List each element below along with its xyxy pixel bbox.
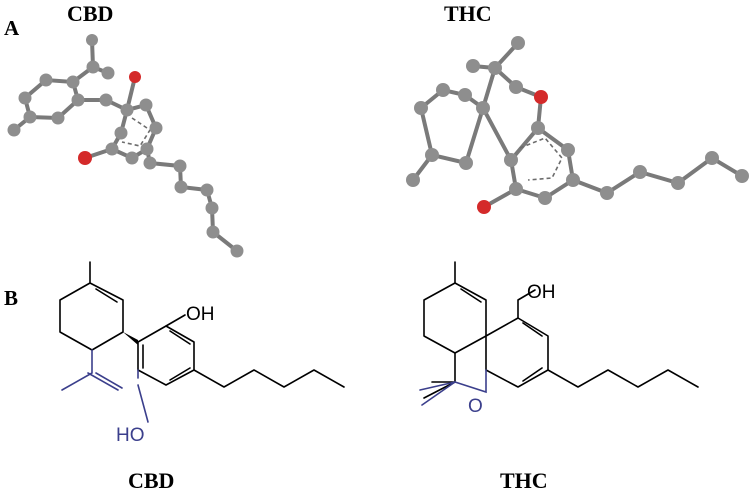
cbd-carbon-atoms bbox=[7, 34, 244, 258]
panel-a-letter: A bbox=[4, 16, 20, 40]
cbd-ho-label: HO bbox=[116, 425, 145, 446]
thc-skeletal-structure: OH O bbox=[419, 261, 699, 417]
cbd-wedge-bond bbox=[123, 332, 138, 345]
panel-b-letter: B bbox=[4, 286, 18, 310]
cbd-ball-stick-model bbox=[7, 34, 244, 258]
thc-o-label: O bbox=[468, 396, 483, 417]
thc-oxygen-atoms bbox=[477, 90, 548, 214]
cbd-oh-label: OH bbox=[186, 304, 215, 325]
cbd-oxygen-atoms bbox=[78, 71, 141, 165]
cbd-sticks bbox=[12, 38, 239, 253]
panel-a-thc-title: THC bbox=[444, 1, 492, 26]
thc-carbon-atoms bbox=[406, 36, 749, 205]
panel-b: B CBD THC OH HO bbox=[4, 261, 699, 493]
panel-b-cbd-title: CBD bbox=[128, 468, 174, 493]
cbd-skeletal-structure: OH HO bbox=[59, 261, 345, 446]
panel-b-thc-title: THC bbox=[500, 468, 548, 493]
panel-a: A CBD THC bbox=[4, 1, 749, 258]
panel-a-cbd-title: CBD bbox=[67, 1, 113, 26]
thc-ball-stick-model bbox=[406, 36, 749, 214]
thc-oh-label: OH bbox=[527, 282, 556, 303]
